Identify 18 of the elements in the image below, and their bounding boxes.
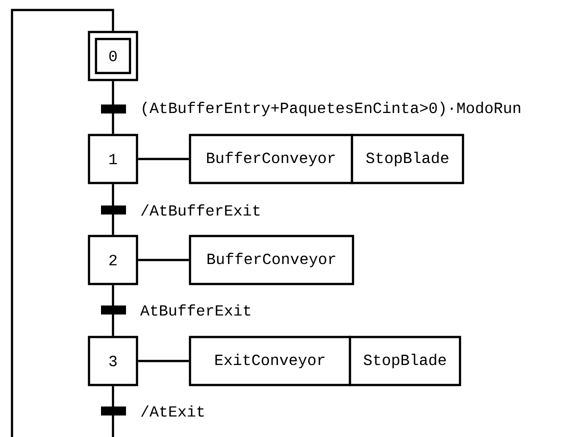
action-link [138, 158, 189, 160]
step-link [112, 81, 114, 134]
initial-step-box: 0 [88, 30, 138, 82]
loop-back-line [10, 8, 114, 437]
step-box: 2 [88, 234, 138, 286]
action-box: StopBlade [348, 336, 462, 386]
action-box: ExitConveyor [188, 336, 352, 386]
transition-condition: /AtBufferExit [139, 203, 262, 217]
step-box: 1 [88, 134, 138, 184]
action-box: StopBlade [350, 134, 464, 184]
action-link [138, 360, 189, 362]
action-link [138, 258, 189, 262]
action-box: BufferConveyor [188, 134, 354, 184]
transition-condition: AtBufferExit [139, 303, 253, 317]
transition-condition: (AtBufferEntry+PaquetesEnCinta>0)·ModoRun [139, 100, 523, 118]
action-box: BufferConveyor [188, 234, 354, 286]
transition-condition: /AtExit [139, 404, 206, 418]
step-box: 3 [88, 336, 138, 386]
